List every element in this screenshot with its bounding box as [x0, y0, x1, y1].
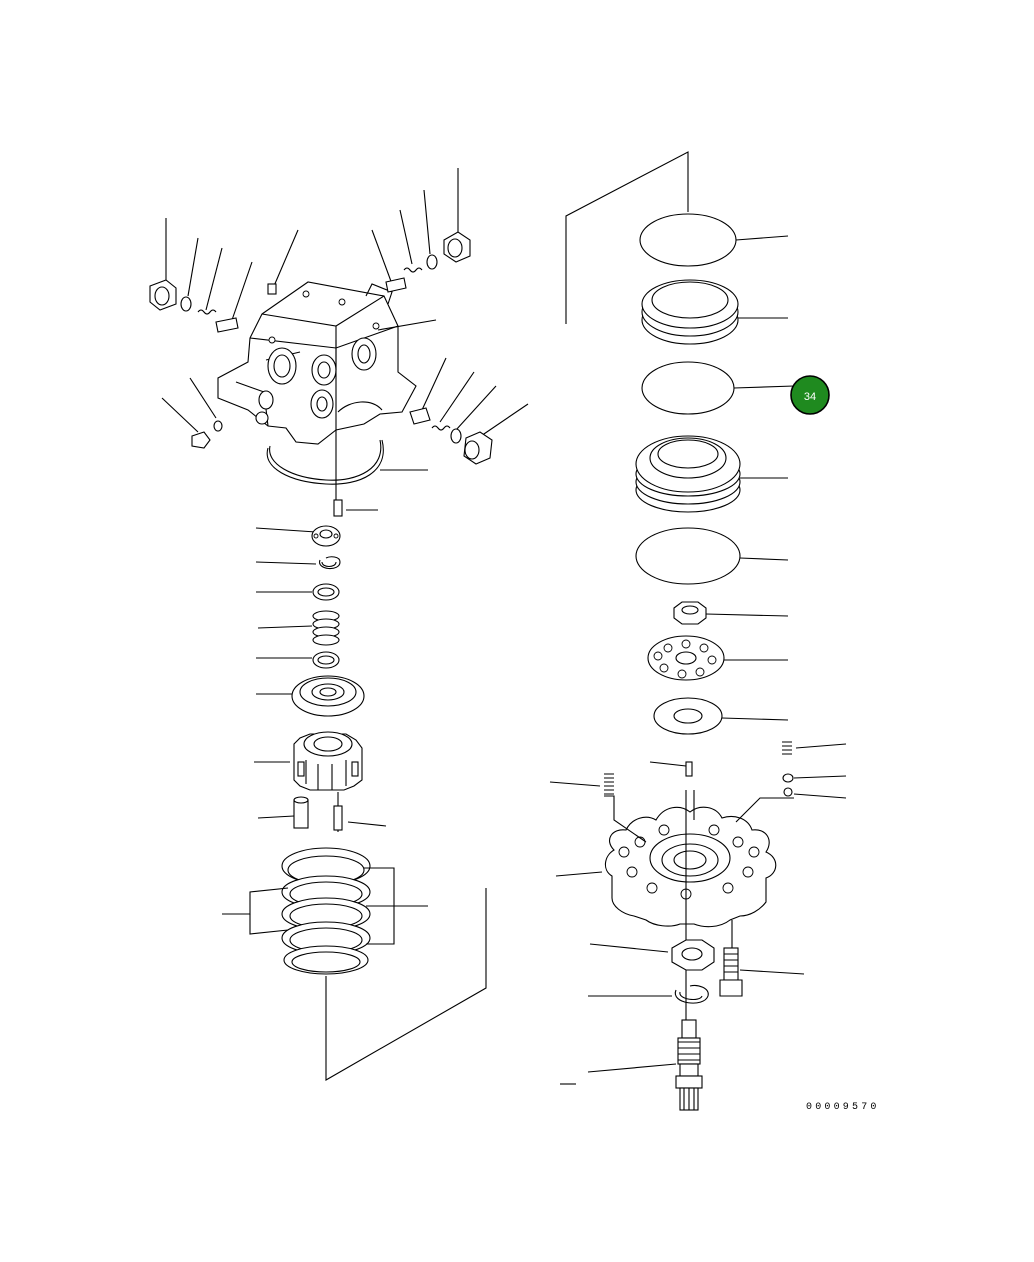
right-assembly [549, 151, 847, 1111]
valve-housing [217, 281, 417, 445]
right-fittings-bottom [409, 357, 529, 465]
o-ring-large-2 [641, 361, 795, 415]
disc-bracket-line [325, 888, 487, 1081]
center-pin [333, 340, 378, 517]
washer-2 [256, 651, 340, 669]
snap-ring-large [588, 984, 709, 1004]
thrust-plate [653, 697, 789, 735]
bearing-large [589, 939, 715, 971]
valve-plate [256, 675, 365, 717]
right-fittings-top [371, 168, 471, 331]
snap-ring-small [255, 556, 341, 570]
callout-label: 34 [804, 391, 816, 403]
swash-plate [647, 635, 788, 681]
right-bracket-line [565, 151, 689, 324]
left-fittings-bottom [161, 377, 223, 449]
o-ring-large-3 [635, 527, 789, 585]
left-fittings-top [149, 218, 299, 333]
bushing [673, 601, 789, 625]
bolt [719, 920, 805, 997]
drawing-number: 00009570 [806, 1102, 880, 1113]
seal-ring [641, 279, 788, 345]
retainer-piston [635, 435, 788, 513]
washer [256, 583, 340, 601]
motor-flange [555, 795, 794, 928]
output-shaft [560, 1019, 703, 1111]
bearing-small [255, 525, 341, 547]
small-springs [549, 741, 847, 799]
disc-stack [222, 847, 428, 975]
callout-badge-34[interactable]: 34 [790, 375, 830, 415]
housing-o-ring [266, 439, 428, 485]
left-assembly [149, 168, 529, 1081]
piston-pin [257, 792, 387, 832]
cylinder-block [254, 731, 363, 791]
o-ring-large-1 [639, 213, 789, 267]
spring [257, 610, 340, 646]
